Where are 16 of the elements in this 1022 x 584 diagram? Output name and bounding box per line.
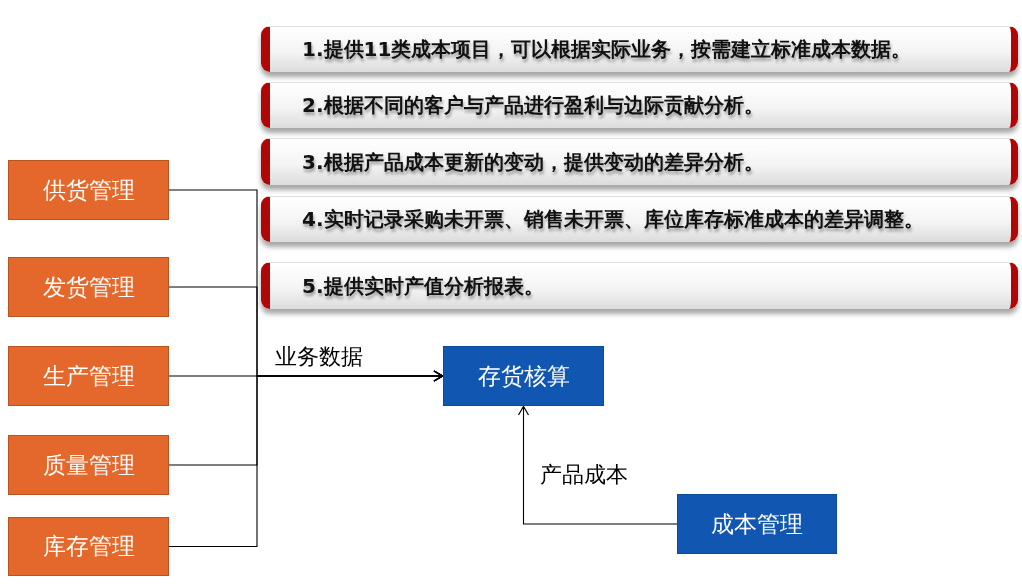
banner: 1.提供11类成本项目，可以根据实际业务，按需建立标准成本数据。 bbox=[261, 26, 1018, 72]
banner: 5.提供实时产值分析报表。 bbox=[261, 262, 1018, 309]
process-box: 发货管理 bbox=[8, 257, 169, 317]
banner: 3.根据产品成本更新的变动，提供变动的差异分析。 bbox=[261, 138, 1018, 185]
arrow bbox=[168, 370, 444, 548]
process-box: 质量管理 bbox=[8, 435, 169, 495]
process-box: 成本管理 bbox=[677, 494, 837, 554]
arrow bbox=[517, 405, 678, 525]
process-box: 库存管理 bbox=[8, 517, 169, 576]
process-box: 存货核算 bbox=[443, 346, 604, 406]
banner: 2.根据不同的客户与产品进行盈利与边际贡献分析。 bbox=[261, 82, 1018, 128]
banner: 4.实时记录采购未开票、销售未开票、库位库存标准成本的差异调整。 bbox=[261, 196, 1018, 242]
process-box: 生产管理 bbox=[8, 346, 169, 406]
process-box: 供货管理 bbox=[8, 160, 169, 220]
edge-label: 业务数据 bbox=[274, 345, 364, 370]
edge-label: 产品成本 bbox=[539, 463, 629, 488]
